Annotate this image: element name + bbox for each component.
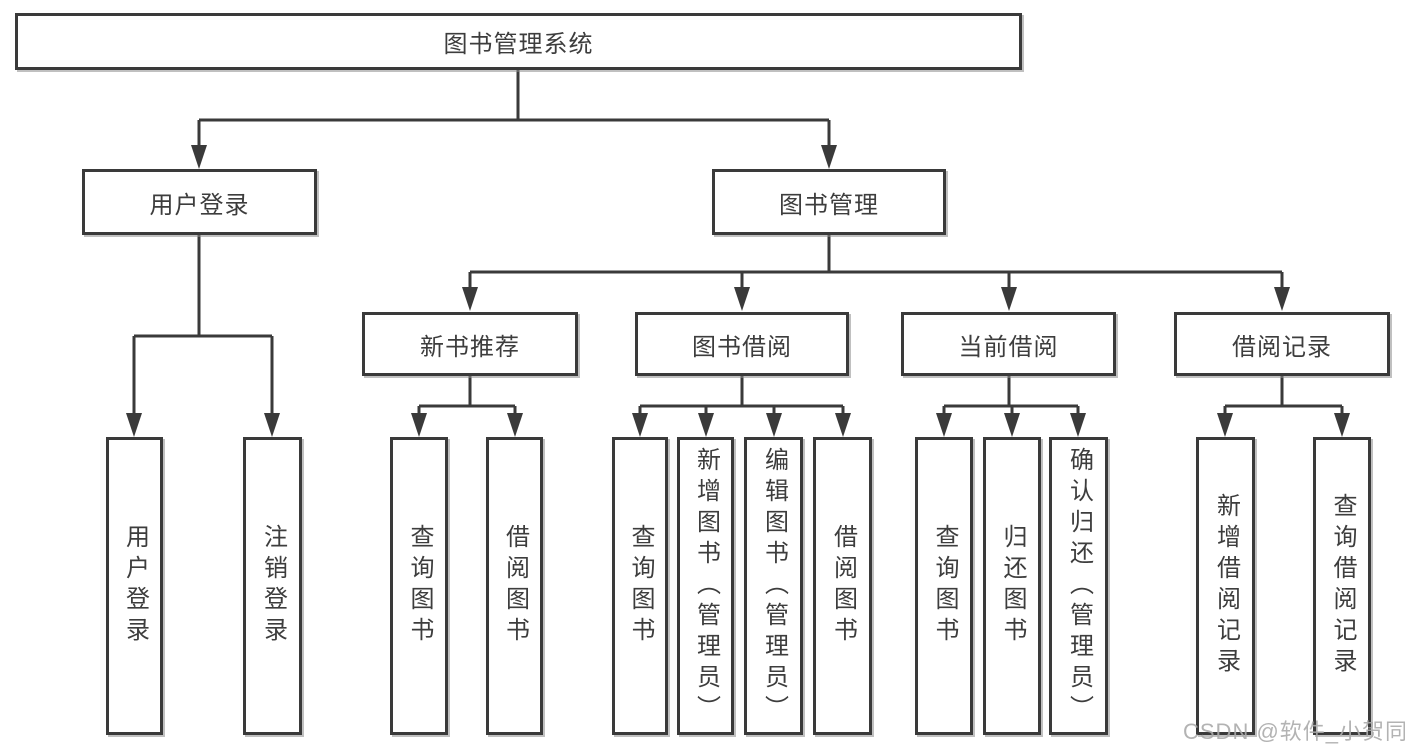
node-borrowing-records: 借阅记录 bbox=[1174, 312, 1390, 376]
leaf-newbook-query-books: 查询图书 bbox=[390, 437, 448, 735]
node-user-login: 用户登录 bbox=[82, 169, 317, 235]
leaf-records-add-record: 新增借阅记录 bbox=[1196, 437, 1255, 735]
leaf-current-query-books: 查询图书 bbox=[915, 437, 973, 735]
node-book-borrowing-label: 图书借阅 bbox=[692, 333, 792, 361]
leaf-borrowing-query-books-label: 查询图书 bbox=[627, 524, 654, 648]
node-new-book-recommend-label: 新书推荐 bbox=[420, 333, 520, 361]
node-book-borrowing: 图书借阅 bbox=[635, 312, 849, 376]
node-library-system: 图书管理系统 bbox=[15, 13, 1022, 70]
csdn-watermark: CSDN @软件_小贺同学 bbox=[1183, 719, 1405, 744]
leaf-records-query-record: 查询借阅记录 bbox=[1313, 437, 1371, 735]
leaf-current-return-books-label: 归还图书 bbox=[999, 524, 1026, 648]
leaf-logout: 注销登录 bbox=[243, 437, 302, 735]
leaf-borrowing-add-books-admin: 新增图书（管理员） bbox=[677, 437, 734, 735]
leaf-records-query-record-label: 查询借阅记录 bbox=[1329, 493, 1356, 679]
leaf-newbook-borrow-books-label: 借阅图书 bbox=[501, 524, 529, 648]
leaf-logout-label: 注销登录 bbox=[259, 524, 287, 648]
leaf-current-confirm-return-admin-label: 确认归还（管理员） bbox=[1065, 446, 1093, 726]
leaf-current-return-books: 归还图书 bbox=[983, 437, 1041, 735]
node-new-book-recommend: 新书推荐 bbox=[362, 312, 578, 376]
leaf-user-login: 用户登录 bbox=[106, 437, 163, 735]
node-borrowing-records-label: 借阅记录 bbox=[1232, 333, 1332, 361]
leaf-current-confirm-return-admin: 确认归还（管理员） bbox=[1049, 437, 1108, 735]
leaf-borrowing-edit-books-admin-label: 编辑图书（管理员） bbox=[760, 446, 788, 726]
leaf-records-add-record-label: 新增借阅记录 bbox=[1212, 493, 1240, 679]
node-current-borrowing: 当前借阅 bbox=[901, 312, 1116, 376]
leaf-current-query-books-label: 查询图书 bbox=[931, 524, 958, 648]
node-book-management-label: 图书管理 bbox=[779, 191, 879, 219]
leaf-borrowing-edit-books-admin: 编辑图书（管理员） bbox=[744, 437, 803, 735]
leaf-newbook-borrow-books: 借阅图书 bbox=[486, 437, 543, 735]
node-library-system-label: 图书管理系统 bbox=[443, 31, 594, 58]
leaf-user-login-label: 用户登录 bbox=[121, 524, 149, 648]
leaf-borrowing-borrow-books: 借阅图书 bbox=[813, 437, 872, 735]
leaf-newbook-query-books-label: 查询图书 bbox=[406, 524, 433, 648]
node-user-login-label: 用户登录 bbox=[149, 191, 250, 219]
leaf-borrowing-add-books-admin-label: 新增图书（管理员） bbox=[692, 446, 720, 726]
node-book-management: 图书管理 bbox=[712, 169, 946, 235]
node-current-borrowing-label: 当前借阅 bbox=[958, 333, 1059, 361]
leaf-borrowing-borrow-books-label: 借阅图书 bbox=[829, 524, 857, 648]
leaf-borrowing-query-books: 查询图书 bbox=[612, 437, 668, 735]
